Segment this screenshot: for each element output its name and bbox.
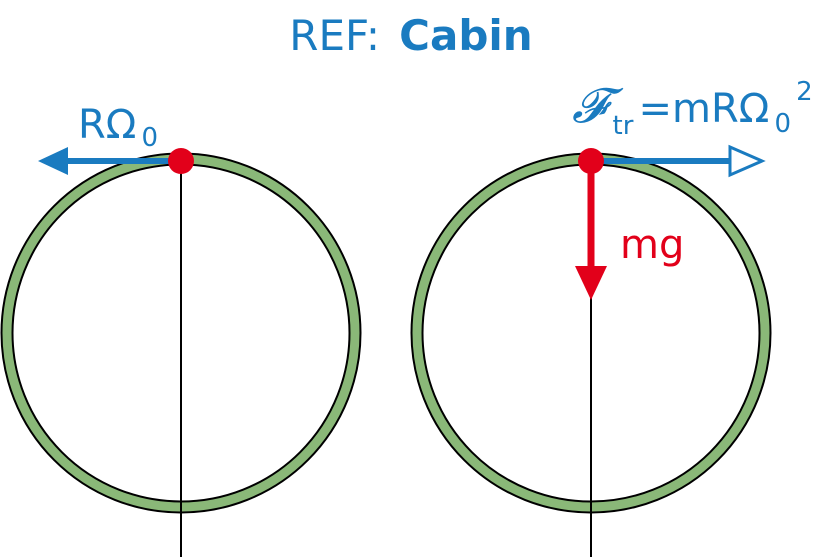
left-velocity-arrowhead [38, 147, 68, 175]
right-panel: 𝓕 tr =mRΩ 0 2 mg [410, 77, 813, 557]
title-prefix: REF: [289, 11, 380, 60]
title: REF: Cabin [289, 11, 532, 60]
inertial-force-label: 𝓕 tr =mRΩ 0 2 [572, 77, 813, 141]
left-panel: RΩ 0 [0, 102, 362, 557]
gravity-arrowhead [575, 266, 607, 300]
left-velocity-label: RΩ 0 [78, 102, 158, 153]
title-main: Cabin [399, 11, 533, 60]
inertial-force-arrowhead [728, 144, 766, 178]
velocity-label-subscript: 0 [141, 123, 158, 153]
left-point-mass [168, 148, 194, 174]
force-symbol-subscript: tr [613, 111, 634, 141]
force-expression-subscript: 0 [774, 109, 791, 139]
force-expression-superscript: 2 [796, 77, 813, 107]
gravity-label: mg [620, 222, 684, 268]
right-point-mass [578, 148, 604, 174]
velocity-label-base: RΩ [78, 102, 136, 148]
force-expression: =mRΩ [639, 86, 770, 132]
